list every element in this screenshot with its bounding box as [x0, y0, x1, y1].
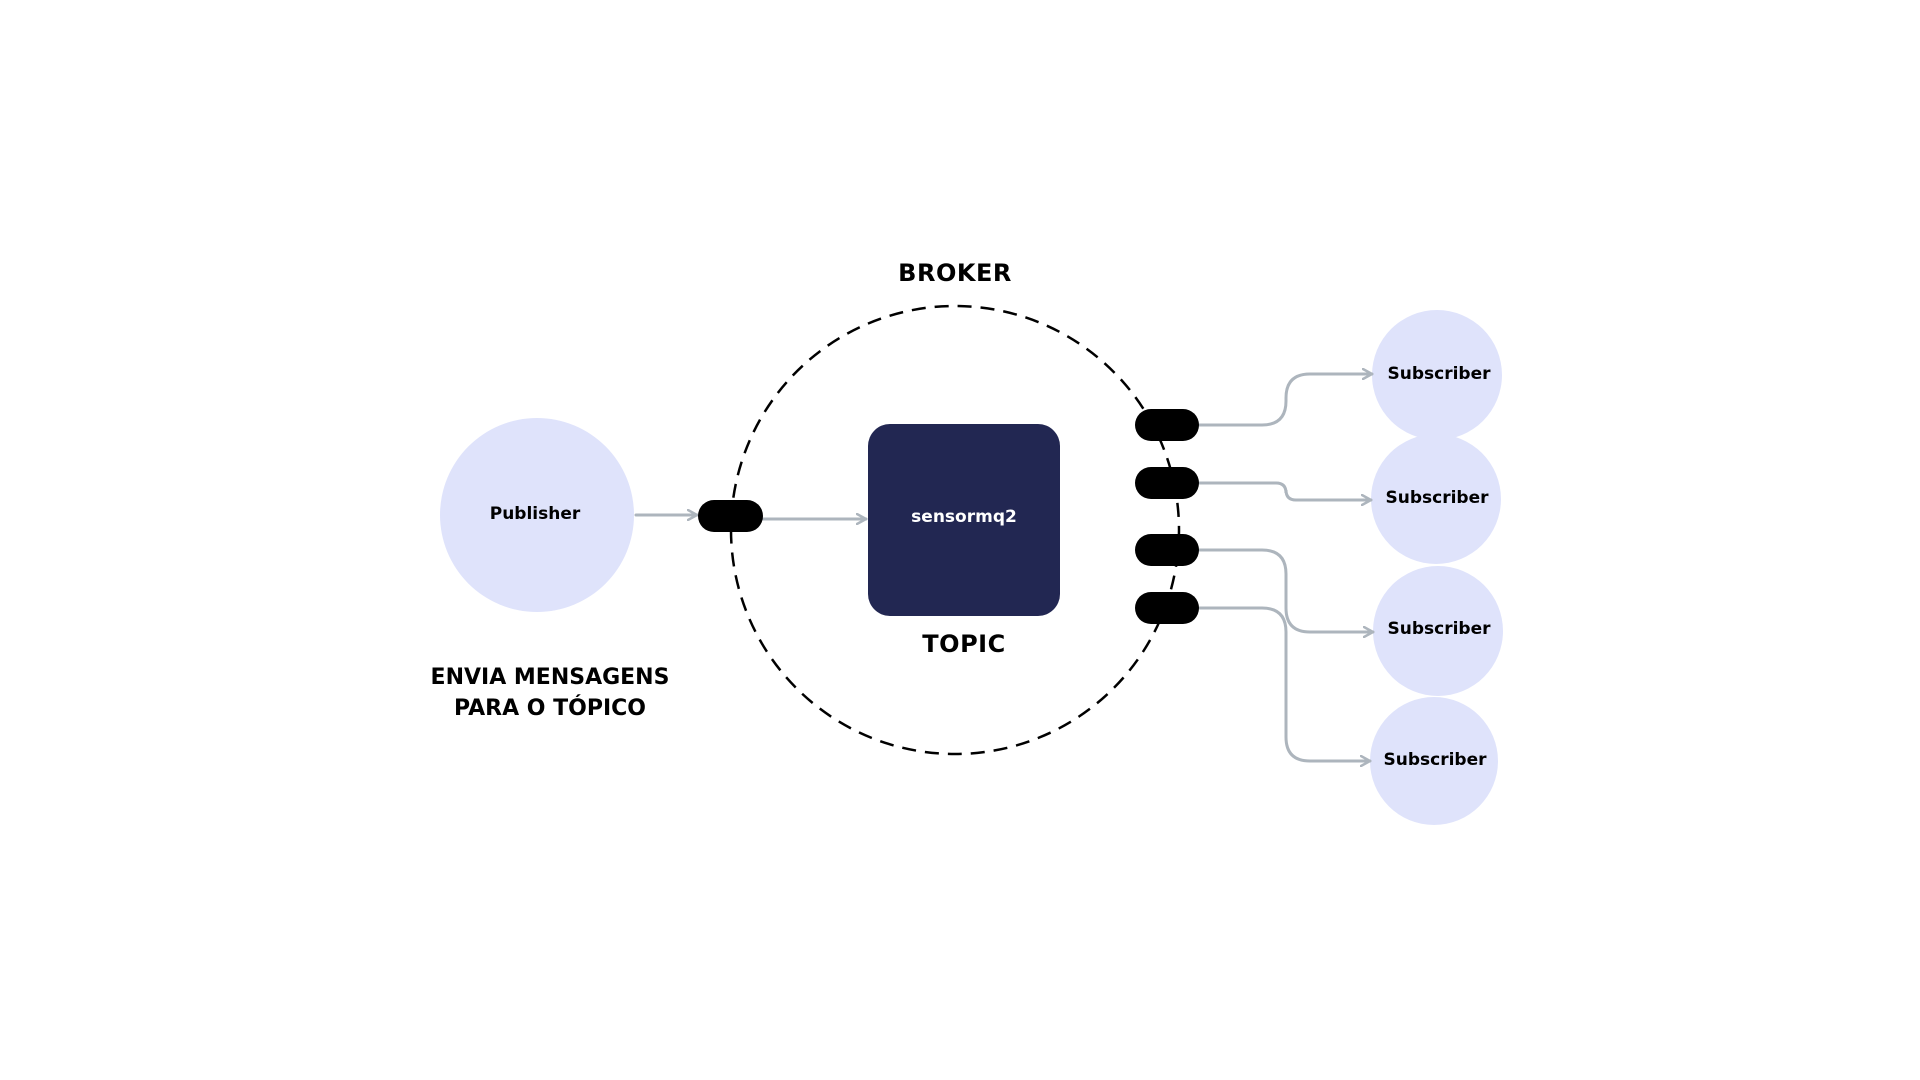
subscriber-node-4[interactable] — [1370, 697, 1498, 825]
broker-title: BROKER — [898, 259, 1012, 287]
publisher-caption-line-2: PARA O TÓPICO — [454, 696, 646, 721]
subscriber-label-4: Subscriber — [1383, 750, 1487, 770]
subscriber-connector-1 — [1196, 374, 1374, 427]
topic-label: TOPIC — [922, 630, 1006, 658]
publisher-node[interactable] — [440, 418, 634, 612]
publisher-port[interactable] — [698, 500, 763, 532]
publisher-caption: ENVIA MENSAGENS PARA O TÓPICO — [431, 662, 670, 724]
publisher-label: Publisher — [489, 504, 581, 524]
subscriber-connector-2 — [1196, 481, 1373, 500]
topic-name: sensormq2 — [911, 507, 1017, 527]
subscriber-label-1: Subscriber — [1387, 364, 1491, 384]
publisher-caption-line-1: ENVIA MENSAGENS — [430, 665, 670, 690]
subscriber-node-2[interactable] — [1371, 434, 1501, 564]
subscriber-port-1[interactable] — [1135, 409, 1199, 441]
subscriber-connector-4 — [1196, 606, 1372, 761]
topic-node[interactable] — [868, 424, 1060, 616]
subscriber-label-2: Subscriber — [1385, 488, 1489, 508]
subscriber-connector-3 — [1196, 548, 1375, 632]
subscriber-label-3: Subscriber — [1387, 619, 1491, 639]
subscriber-port-4[interactable] — [1135, 592, 1199, 624]
subscriber-node-1[interactable] — [1372, 310, 1502, 440]
subscriber-port-3[interactable] — [1135, 534, 1199, 566]
subscriber-port-2[interactable] — [1135, 467, 1199, 499]
subscriber-node-3[interactable] — [1373, 566, 1503, 696]
